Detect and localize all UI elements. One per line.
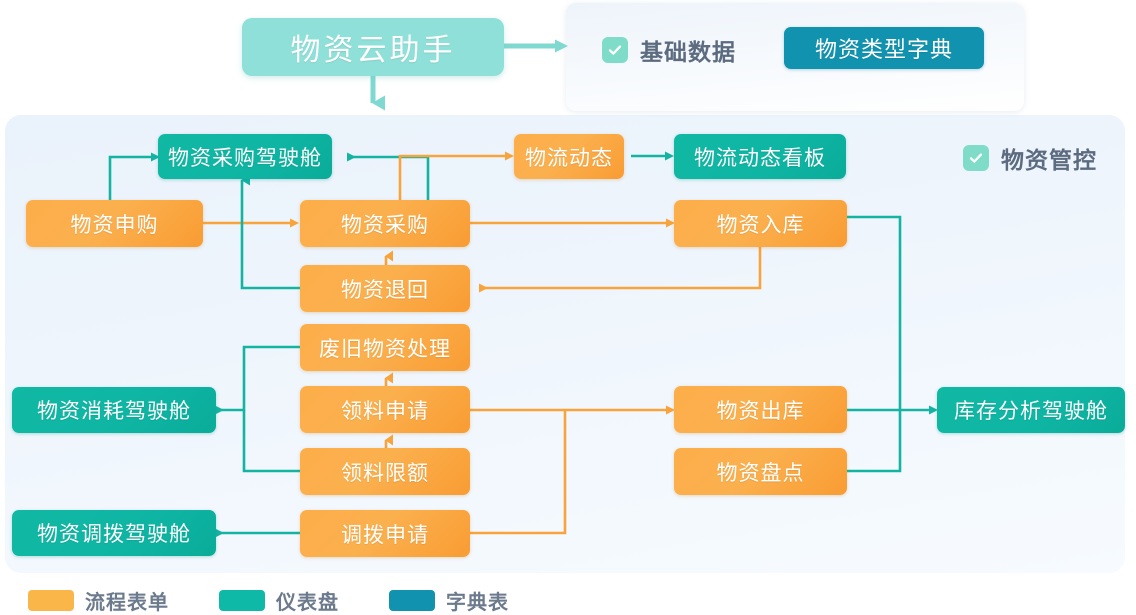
node-transfer-cockpit[interactable]: 物资调拨驾驶舱 [12, 510, 216, 556]
node-material-procurement[interactable]: 物资采购 [300, 200, 470, 247]
node-logistics-status[interactable]: 物流动态 [514, 134, 624, 179]
title-box-label: 物资云助手 [290, 34, 456, 67]
node-label: 物流动态 [525, 146, 613, 170]
node-material-outbound[interactable]: 物资出库 [674, 386, 847, 433]
node-transfer-request[interactable]: 调拨申请 [300, 510, 470, 557]
checkbox-checked-icon [602, 37, 628, 63]
title-box-wuzi-cloud-assistant[interactable]: 物资云助手 [242, 18, 504, 76]
node-label: 物资采购驾驶舱 [168, 146, 322, 170]
node-material-inbound[interactable]: 物资入库 [674, 200, 847, 247]
node-material-requisition[interactable]: 物资申购 [26, 200, 203, 247]
node-label: 物资出库 [716, 399, 805, 423]
legend-swatch-teal [219, 590, 265, 611]
node-procurement-cockpit[interactable]: 物资采购驾驶舱 [158, 134, 332, 179]
node-label: 物资调拨驾驶舱 [37, 523, 191, 546]
legend-item-dictionary-table: 字典表 [389, 586, 509, 615]
node-label: 调拨申请 [341, 523, 429, 547]
node-scrap-disposal[interactable]: 废旧物资处理 [300, 324, 470, 371]
checkbox-checked-icon [963, 145, 989, 171]
node-label: 物资类型字典 [814, 37, 953, 62]
top-panel-header: 基础数据 [602, 33, 736, 67]
node-wuzi-type-dictionary[interactable]: 物资类型字典 [784, 27, 984, 69]
node-picking-quota[interactable]: 领料限额 [300, 448, 470, 495]
node-logistics-board[interactable]: 物流动态看板 [674, 134, 846, 179]
node-label: 物资盘点 [716, 461, 805, 485]
legend-label: 流程表单 [85, 592, 169, 614]
legend-swatch-orange [28, 590, 74, 611]
legend: 流程表单 仪表盘 字典表 [28, 586, 509, 615]
node-material-stocktake[interactable]: 物资盘点 [674, 448, 847, 495]
node-consumption-cockpit[interactable]: 物资消耗驾驶舱 [12, 387, 216, 433]
node-label: 物流动态看板 [694, 146, 826, 170]
legend-item-dashboard: 仪表盘 [219, 586, 339, 615]
node-label: 物资消耗驾驶舱 [37, 400, 191, 423]
node-label: 物资退回 [341, 278, 429, 302]
main-panel [5, 115, 1125, 573]
node-label: 物资申购 [70, 213, 159, 237]
node-label: 领料申请 [341, 399, 429, 423]
legend-label: 仪表盘 [276, 592, 339, 614]
node-label: 废旧物资处理 [319, 337, 451, 361]
legend-swatch-dict [389, 590, 435, 611]
node-label: 物资采购 [341, 213, 429, 237]
legend-item-process-form: 流程表单 [28, 586, 169, 615]
node-picking-request[interactable]: 领料申请 [300, 386, 470, 433]
node-label: 领料限额 [341, 461, 429, 485]
node-material-return[interactable]: 物资退回 [300, 265, 470, 312]
main-panel-header: 物资管控 [963, 141, 1097, 175]
node-inventory-analysis-cockpit[interactable]: 库存分析驾驶舱 [937, 387, 1125, 433]
top-panel-label: 基础数据 [640, 39, 736, 65]
legend-label: 字典表 [446, 592, 509, 614]
main-panel-label: 物资管控 [1001, 147, 1097, 173]
node-label: 物资入库 [716, 213, 805, 237]
node-label: 库存分析驾驶舱 [954, 400, 1108, 423]
